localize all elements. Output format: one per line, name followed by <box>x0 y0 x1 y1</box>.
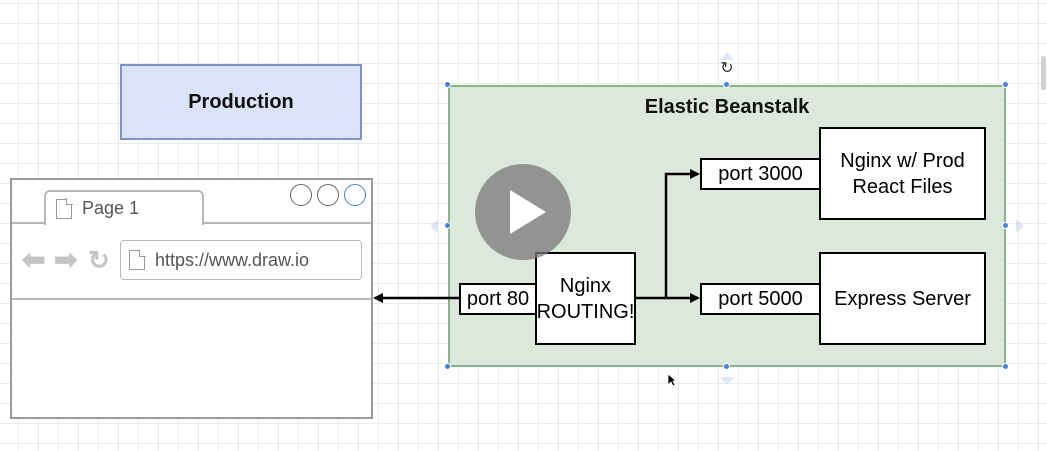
nginx-router-label-line2: ROUTING! <box>536 300 635 323</box>
resize-handle-left[interactable] <box>444 222 451 229</box>
page-icon <box>56 198 73 219</box>
port-5000-box[interactable]: port 5000 <box>700 283 821 315</box>
port-3000-label: port 3000 <box>718 163 803 185</box>
port-5000-label: port 5000 <box>718 288 803 310</box>
port-80-label: port 80 <box>466 288 530 310</box>
toolbar-divider <box>12 298 371 300</box>
browser-window-shape[interactable]: Page 1 ⬅ ➡ ↻ https://www.draw.io <box>10 178 373 419</box>
window-control-circle <box>344 184 366 206</box>
connect-hint-right-icon[interactable] <box>1016 219 1024 233</box>
window-control-circle <box>290 184 312 206</box>
browser-tab[interactable]: Page 1 <box>44 190 204 225</box>
port-80-box[interactable]: port 80 <box>459 283 537 315</box>
production-label-box[interactable]: Production <box>120 64 362 140</box>
connect-hint-down-icon[interactable] <box>720 377 734 385</box>
express-server-label: Express Server <box>834 287 971 310</box>
port-3000-box[interactable]: port 3000 <box>700 158 821 190</box>
back-arrow-icon: ⬅ <box>22 244 46 275</box>
url-field[interactable]: https://www.draw.io <box>120 240 362 280</box>
browser-tab-label: Page 1 <box>82 198 140 218</box>
vertical-scrollbar[interactable] <box>1041 56 1046 90</box>
resize-handle-top[interactable] <box>723 81 730 88</box>
nginx-router-label-line1: Nginx <box>559 274 612 297</box>
connect-hint-up-icon[interactable] <box>720 52 734 60</box>
play-button[interactable] <box>475 164 571 260</box>
resize-handle-bottom[interactable] <box>723 363 730 370</box>
resize-handle-bottom-right[interactable] <box>1002 363 1009 370</box>
nginx-prod-react-box[interactable]: Nginx w/ Prod React Files <box>819 127 986 220</box>
rotate-icon[interactable]: ↻ <box>720 60 734 77</box>
nginx-prod-label-line1: Nginx w/ Prod <box>840 149 965 172</box>
elastic-beanstalk-title: Elastic Beanstalk <box>644 96 810 118</box>
play-icon <box>510 190 546 234</box>
connector-to-port-3000[interactable] <box>664 169 700 298</box>
connect-hint-left-icon[interactable] <box>430 219 438 233</box>
refresh-icon: ↻ <box>88 245 110 275</box>
resize-handle-top-left[interactable] <box>444 81 451 88</box>
page-icon <box>129 249 146 270</box>
resize-handle-top-right[interactable] <box>1002 81 1009 88</box>
url-text: https://www.draw.io <box>155 249 310 270</box>
mouse-cursor-icon <box>667 373 677 387</box>
resize-handle-bottom-left[interactable] <box>444 363 451 370</box>
nginx-prod-label-line2: React Files <box>852 175 953 198</box>
forward-arrow-icon: ➡ <box>54 244 78 275</box>
window-control-circle <box>317 184 339 206</box>
nginx-router-box[interactable]: Nginx ROUTING! <box>535 252 636 345</box>
express-server-box[interactable]: Express Server <box>819 252 986 345</box>
production-label: Production <box>188 90 294 113</box>
resize-handle-right[interactable] <box>1002 222 1009 229</box>
